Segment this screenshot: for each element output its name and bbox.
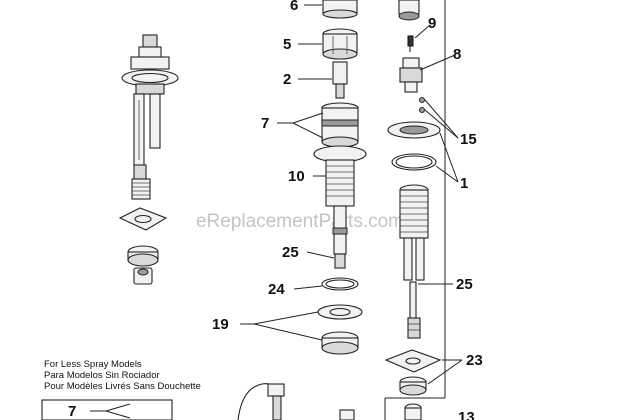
callout-7: 7 [261, 115, 269, 132]
note-line-1: For Less Spray Models [44, 359, 142, 370]
callout-19: 19 [212, 316, 229, 333]
left-valve-assembly [118, 34, 179, 285]
callout-8: 8 [453, 46, 461, 63]
bottom-hose-parts [41, 383, 355, 420]
part-10-valve-body [313, 145, 367, 255]
part-1-flange [387, 121, 441, 171]
callout-2: 2 [283, 71, 291, 88]
watermark-text: eReplacementParts.com [196, 211, 404, 232]
callout-labels: 6 5 2 7 10 25 24 19 9 8 15 1 25 23 13 7 [68, 0, 483, 420]
part-7-cartridge [321, 102, 359, 148]
callout-6: 6 [290, 0, 298, 14]
part-5-sleeve [322, 28, 358, 60]
callout-1: 1 [460, 175, 468, 192]
note-line-3: Pour Modèles Livrés Sans Douchette [44, 381, 201, 392]
part-15-small-orings [419, 97, 425, 113]
callout-25-center: 25 [282, 244, 299, 261]
top-fitting [398, 0, 420, 21]
callout-9: 9 [428, 15, 436, 32]
right-valve-assembly [384, 0, 446, 420]
callout-7-bottom: 7 [68, 403, 76, 420]
part-19-washer-nut [317, 304, 363, 355]
leader-lines [90, 4, 463, 419]
callout-24: 24 [268, 281, 285, 298]
callout-25-right: 25 [456, 276, 473, 293]
spout-shank [399, 184, 429, 281]
callout-15: 15 [460, 131, 477, 148]
part-2-stem [332, 61, 348, 99]
part-8-diverter [399, 57, 423, 93]
part-25-oring-center [334, 253, 346, 269]
part-24-washer [321, 277, 359, 291]
part-9-clip [407, 35, 414, 52]
callout-10: 10 [288, 168, 305, 185]
part-25-tube-right [407, 281, 421, 339]
callout-13: 13 [458, 409, 475, 420]
less-spray-note: For Less Spray Models Para Modelos Sin R… [44, 359, 201, 392]
center-valve-assembly [313, 0, 367, 355]
part-6-cap [322, 0, 358, 19]
note-line-2: Para Modelos Sin Rociador [44, 370, 160, 381]
part-23-washer-nut [384, 349, 442, 420]
callout-23: 23 [466, 352, 483, 369]
callout-5: 5 [283, 36, 291, 53]
